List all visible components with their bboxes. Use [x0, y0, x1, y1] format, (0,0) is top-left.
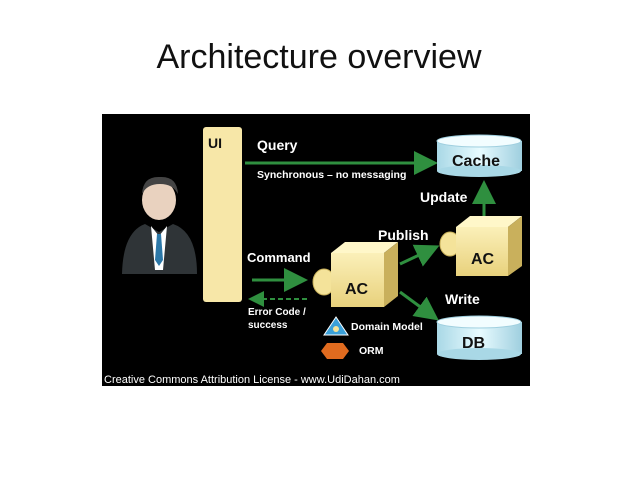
update-label: Update: [420, 189, 468, 205]
hexagon-icon: [321, 343, 349, 359]
publish-arrow: [399, 244, 440, 267]
error-label-line1: Error Code /: [248, 307, 306, 318]
publish-label: Publish: [378, 227, 429, 243]
domain-model-label: Domain Model: [351, 321, 423, 333]
db-cylinder: DB: [436, 315, 522, 360]
ui-bar: [203, 127, 242, 302]
architecture-diagram: UI Query Synchronous – no messaging Cach…: [102, 114, 530, 386]
sync-label: Synchronous – no messaging: [257, 169, 406, 181]
command-label: Command: [247, 250, 311, 265]
orm-label: ORM: [359, 345, 384, 357]
business-person-icon: [122, 176, 197, 274]
license-credit: Creative Commons Attribution License - w…: [104, 374, 400, 386]
diagram-canvas: UI Query Synchronous – no messaging Cach…: [122, 127, 522, 360]
ac2-cube: AC: [439, 216, 522, 276]
slide-title: Architecture overview: [156, 38, 482, 76]
cache-cylinder: Cache: [436, 134, 522, 177]
ac-cube: AC: [312, 242, 398, 307]
db-label: DB: [462, 335, 485, 352]
ac-label: AC: [345, 281, 369, 298]
query-label: Query: [257, 137, 298, 153]
write-label: Write: [445, 291, 480, 307]
triangle-icon-dot: [333, 326, 339, 332]
cache-label: Cache: [452, 153, 500, 170]
ac2-label: AC: [471, 251, 495, 268]
error-label-line2: success: [248, 320, 288, 331]
write-arrow: [399, 290, 439, 321]
ui-label: UI: [208, 135, 222, 151]
